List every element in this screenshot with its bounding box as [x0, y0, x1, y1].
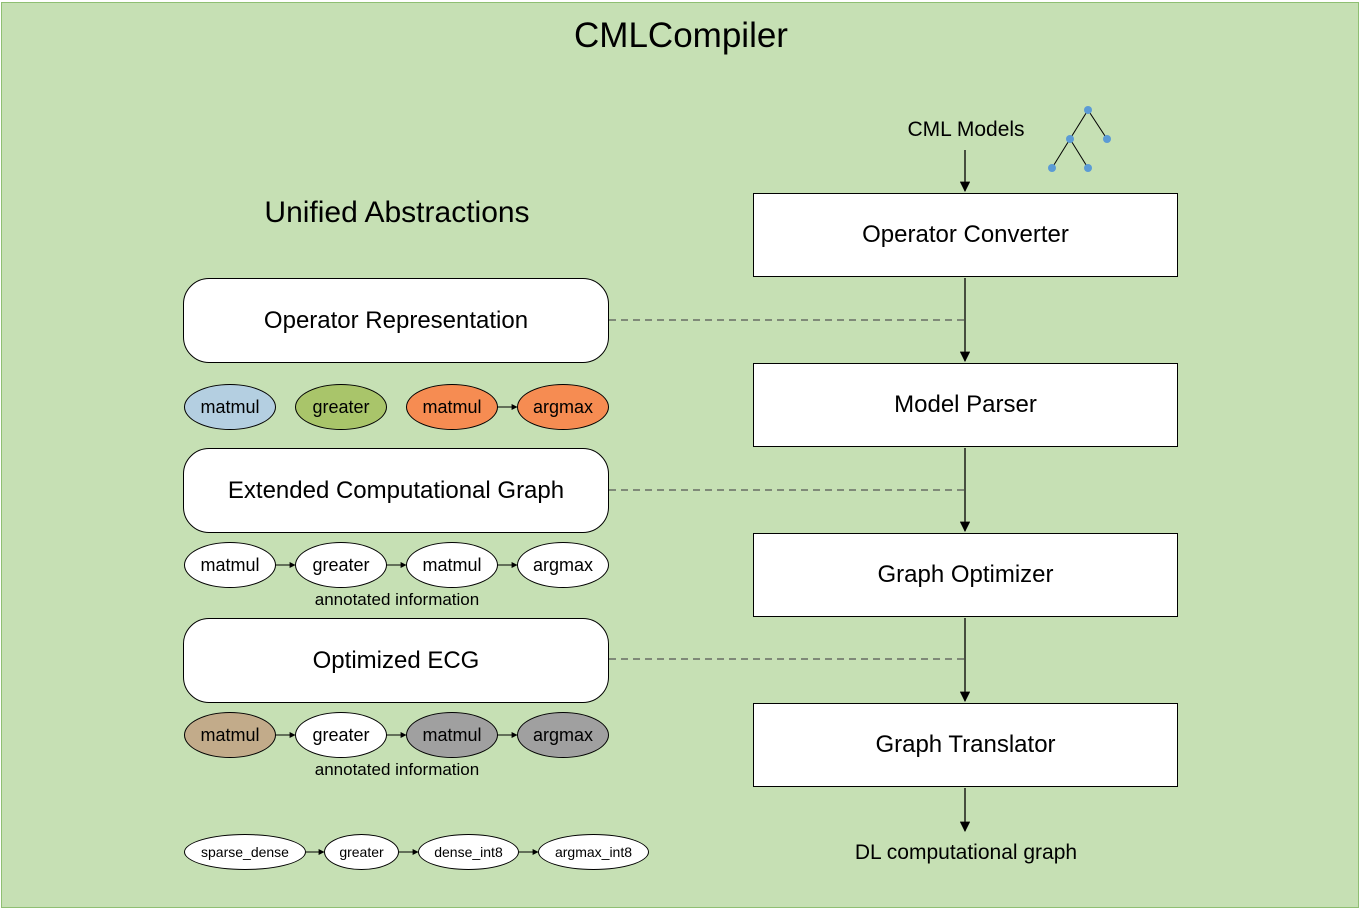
op-final-3: dense_int8: [418, 834, 519, 870]
op-rep-4: argmax: [517, 384, 609, 430]
annotation-label-ecg: annotated information: [314, 590, 480, 609]
op-ecg-1: matmul: [184, 542, 276, 588]
stage-graph-translator: Graph Translator: [753, 703, 1178, 787]
annotation-label-optimized: annotated information: [314, 760, 480, 779]
op-rep-1: matmul: [184, 384, 276, 430]
stage-model-parser: Model Parser: [753, 363, 1178, 447]
output-label: DL computational graph: [854, 841, 1078, 864]
op-rep-2: greater: [295, 384, 387, 430]
op-final-1: sparse_dense: [184, 834, 306, 870]
op-final-2: greater: [324, 834, 399, 870]
input-label: CML Models: [907, 118, 1025, 141]
op-opt-2: greater: [295, 712, 387, 758]
abstraction-optimized-ecg: Optimized ECG: [183, 618, 609, 703]
op-rep-3: matmul: [406, 384, 498, 430]
abstraction-extended-computational-graph: Extended Computational Graph: [183, 448, 609, 533]
op-ecg-3: matmul: [406, 542, 498, 588]
op-opt-3: matmul: [406, 712, 498, 758]
op-ecg-2: greater: [295, 542, 387, 588]
abstraction-operator-representation: Operator Representation: [183, 278, 609, 363]
abstractions-title: Unified Abstractions: [264, 196, 530, 229]
op-ecg-4: argmax: [517, 542, 609, 588]
tree-icon: [1048, 106, 1111, 172]
stage-graph-optimizer: Graph Optimizer: [753, 533, 1178, 617]
diagram-title: CMLCompiler: [574, 16, 788, 55]
op-opt-4: argmax: [517, 712, 609, 758]
op-final-4: argmax_int8: [538, 834, 649, 870]
stage-operator-converter: Operator Converter: [753, 193, 1178, 277]
op-opt-1: matmul: [184, 712, 276, 758]
